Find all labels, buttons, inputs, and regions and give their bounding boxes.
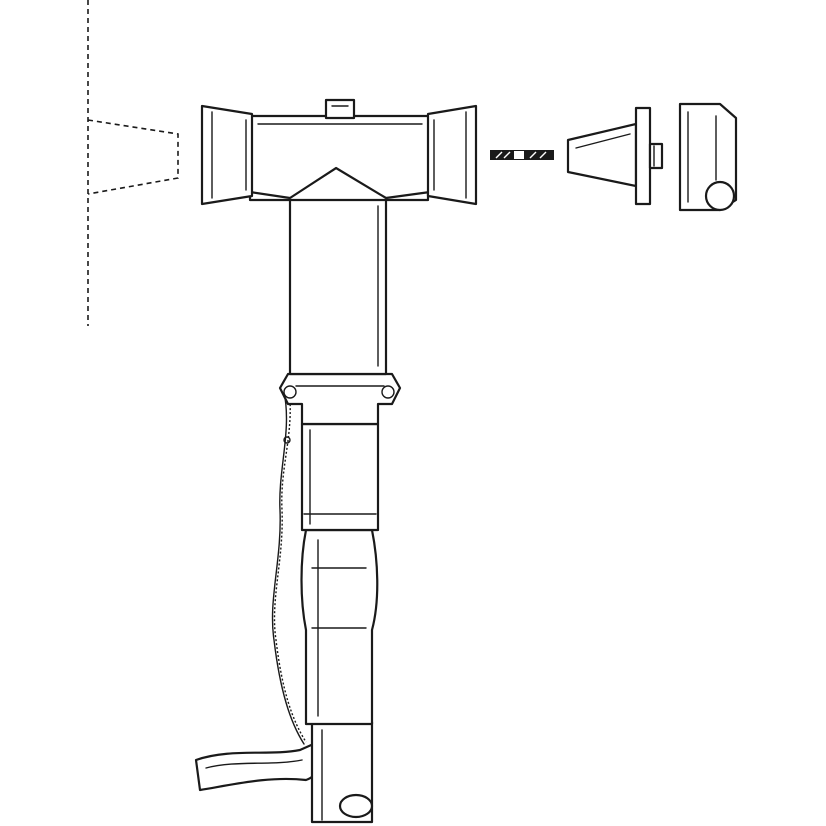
- cable: [310, 720, 374, 824]
- left-bell-end: [200, 104, 254, 206]
- protective-cap: [678, 102, 738, 212]
- grounding-eyes: [278, 372, 402, 426]
- cable-adapter: [300, 422, 380, 726]
- threaded-stud: [490, 150, 554, 160]
- insulating-plug: [566, 106, 664, 206]
- mating-bushing-outline: [87, 0, 179, 326]
- ground-strap: [194, 740, 323, 792]
- drain-wire: [271, 391, 307, 745]
- right-bell-end: [426, 104, 478, 206]
